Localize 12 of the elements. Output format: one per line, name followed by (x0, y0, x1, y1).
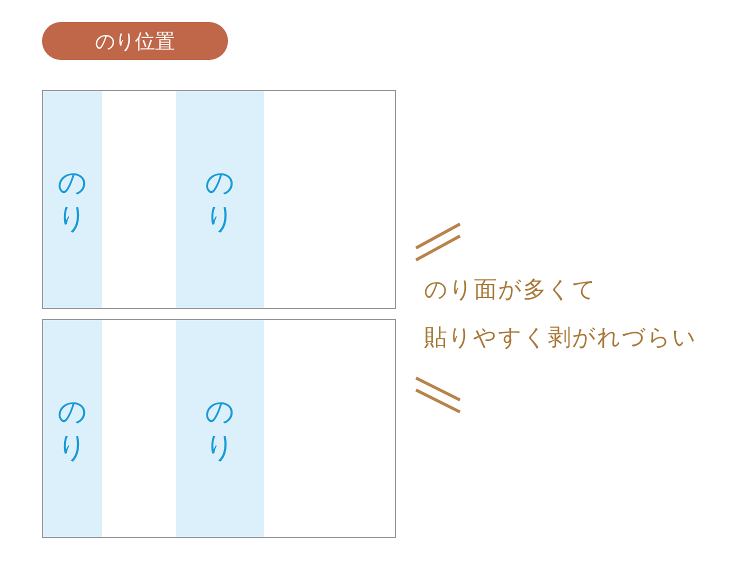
band-label: のり (58, 164, 88, 236)
sheet-box (42, 319, 396, 538)
title-pill: のり位置 (42, 22, 228, 60)
glue-band (176, 320, 264, 537)
glue-band (43, 91, 102, 308)
glue-band (176, 91, 264, 308)
note-text: のり面が多くて貼りやすく剥がれづらい (424, 276, 698, 353)
band-label: のり (205, 392, 235, 464)
glue-band (43, 320, 102, 537)
band-label: のり (205, 164, 235, 236)
band-label: のり (58, 392, 88, 464)
sheet-box (42, 90, 396, 309)
